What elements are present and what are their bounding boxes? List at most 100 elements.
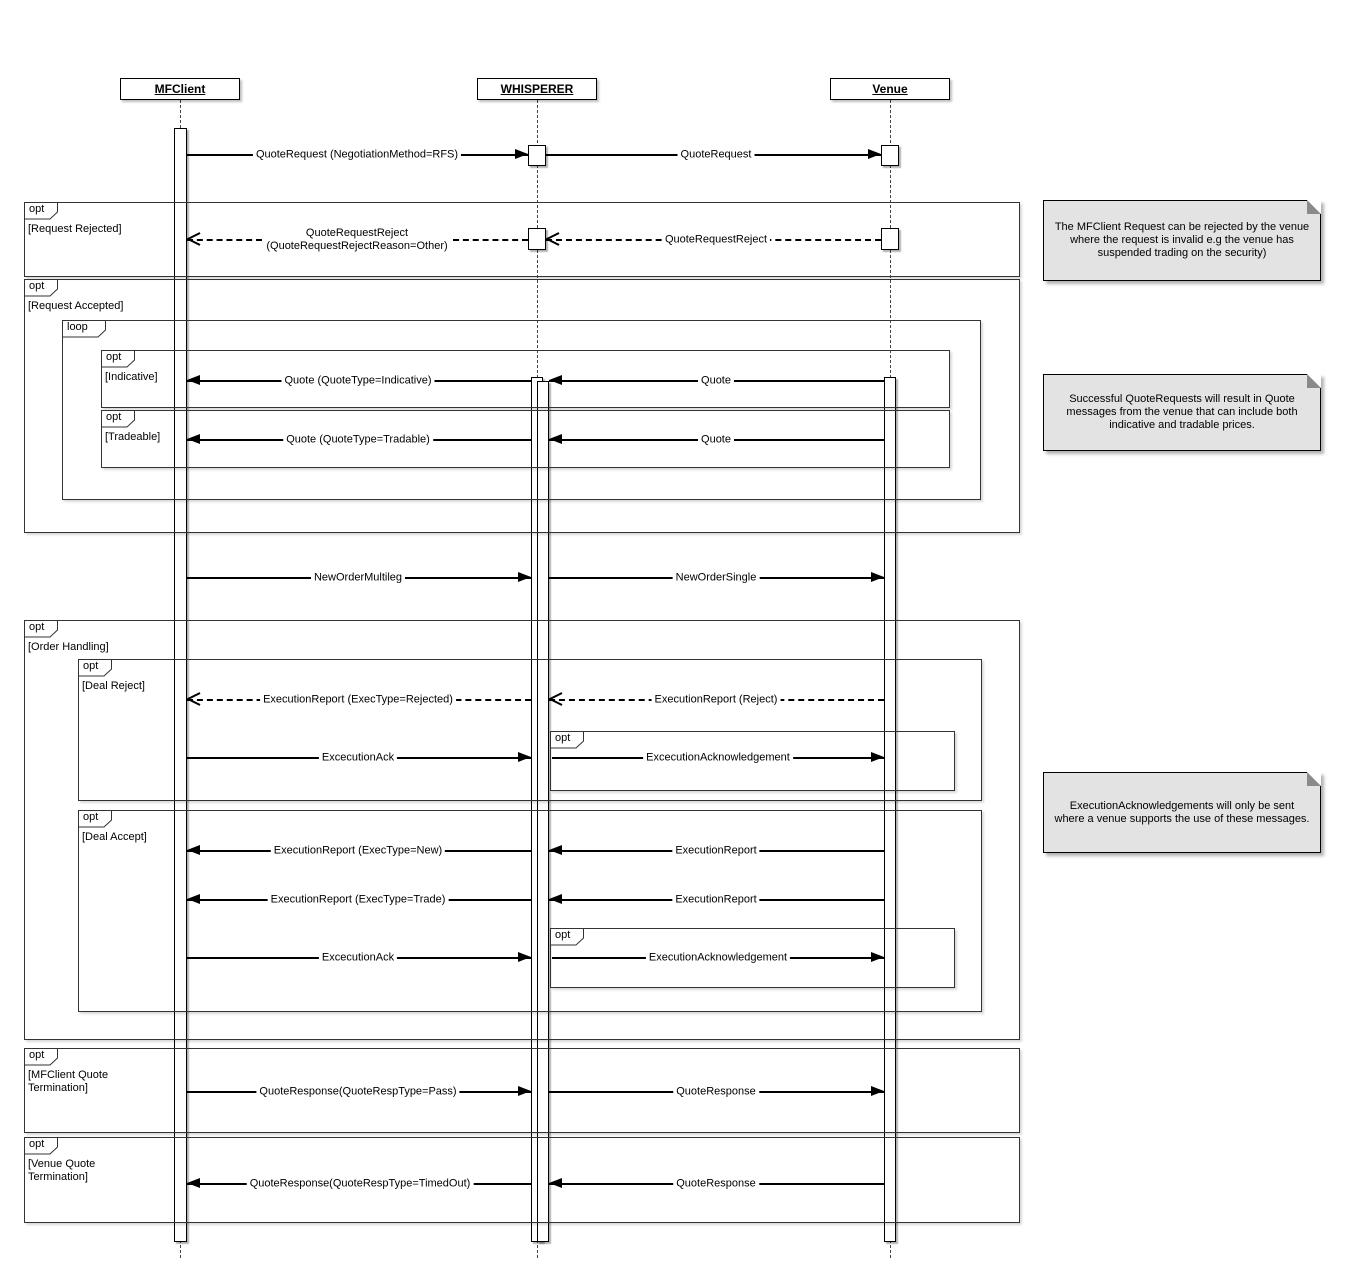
message-label: ExecutionReport (ExecType=Trade) [267, 893, 449, 907]
message-label: QuoteRequestReject [661, 233, 771, 247]
message-label: NewOrderSingle [672, 571, 760, 585]
frame-condition: [Deal Reject] [82, 680, 145, 692]
message-arrowhead [187, 894, 200, 904]
actor-whisperer: WHISPERER [477, 78, 597, 100]
frame-tab-label: opt [29, 280, 45, 292]
frame-tab-label: opt [29, 1138, 45, 1150]
message-arrowhead [868, 149, 881, 159]
message-label: ExecutionReport [672, 893, 760, 907]
note-text: Successful QuoteRequests will result in … [1066, 393, 1298, 431]
activation-bar [884, 377, 896, 1242]
frame-opt [24, 279, 1020, 533]
frame-opt [78, 810, 982, 1012]
frame-opt [24, 620, 1020, 1040]
frame-tab: opt [550, 731, 584, 749]
frame-condition: [Indicative] [105, 371, 158, 383]
message-arrowhead [871, 952, 884, 962]
frame-tab: opt [24, 202, 58, 220]
note: Successful QuoteRequests will result in … [1043, 374, 1321, 451]
message-arrowhead [549, 434, 562, 444]
actor-label: Venue [872, 82, 908, 96]
message-arrowhead [187, 1178, 200, 1188]
actor-label: MFClient [154, 82, 206, 96]
actor-venue: Venue [830, 78, 950, 100]
message-label: Quote [698, 433, 734, 447]
message-label: QuoteResponse [673, 1177, 759, 1191]
message-arrowhead [549, 894, 562, 904]
message-arrowhead [871, 752, 884, 762]
message-label: QuoteResponse [673, 1085, 759, 1099]
frame-tab-label: loop [67, 321, 88, 333]
message-arrowhead [871, 1086, 884, 1096]
frame-tab: opt [24, 1048, 58, 1066]
frame-tab-label: opt [83, 660, 99, 672]
frame-tab: opt [78, 810, 112, 828]
frame-condition: [Request Accepted] [28, 300, 124, 312]
message-label: ExcecutionAck [318, 951, 398, 965]
message-label: ExecutionAcknowledgement [645, 951, 791, 965]
activation-bar [174, 128, 187, 1242]
activation-bar [537, 381, 549, 1242]
message-label: ExcecutionAcknowledgement [643, 751, 793, 765]
message-label: QuoteResponse(QuoteRespType=TimedOut) [246, 1177, 474, 1191]
message-label: Quote (QuoteType=Tradable) [283, 433, 433, 447]
frame-tab-label: opt [555, 732, 571, 744]
frame-condition: [Request Rejected] [28, 223, 122, 235]
frame-opt [101, 350, 950, 408]
frame-opt [24, 1137, 1020, 1223]
message-arrowhead [518, 572, 531, 582]
activation-bar [881, 228, 899, 250]
message-label: QuoteRequest [677, 148, 755, 162]
message-label: QuoteResponse(QuoteRespType=Pass) [256, 1085, 460, 1099]
note: The MFClient Request can be rejected by … [1043, 200, 1321, 281]
frame-tab-label: opt [29, 203, 45, 215]
note: ExecutionAcknowledgements will only be s… [1043, 772, 1321, 853]
frame-tab: opt [24, 279, 58, 297]
message-arrowhead [544, 232, 561, 252]
frame-tab-label: opt [106, 411, 122, 423]
frame-opt [24, 1048, 1020, 1133]
message-arrowhead [187, 845, 200, 855]
message-arrowhead [549, 1178, 562, 1188]
frame-tab: opt [24, 620, 58, 638]
activation-bar [528, 145, 546, 166]
message-arrowhead [515, 149, 528, 159]
frame-tab: opt [24, 1137, 58, 1155]
message-label: ExecutionReport (ExecType=New) [270, 844, 446, 858]
message-label: QuoteRequest (NegotiationMethod=RFS) [252, 148, 462, 162]
message-label: ExecutionReport (Reject) [651, 693, 781, 707]
frame-tab: opt [550, 928, 584, 946]
message-label: NewOrderMultileg [310, 571, 406, 585]
frame-condition: [Venue Quote Termination] [28, 1158, 96, 1183]
message-arrowhead [185, 232, 202, 252]
message-label: ExcecutionAck [318, 751, 398, 765]
frame-condition: [Order Handling] [28, 641, 109, 653]
frame-opt [101, 410, 950, 468]
frame-tab: opt [101, 350, 135, 368]
frame-tab-label: opt [29, 621, 45, 633]
message-arrowhead [187, 434, 200, 444]
frame-tab: opt [101, 410, 135, 428]
frame-tab: opt [78, 659, 112, 677]
actor-label: WHISPERER [500, 82, 574, 96]
frame-condition: [MFClient Quote Termination] [28, 1069, 109, 1094]
note-text: The MFClient Request can be rejected by … [1054, 221, 1310, 259]
message-label: Quote [698, 374, 734, 388]
message-label: ExecutionReport (ExecType=Rejected) [260, 693, 456, 707]
frame-opt [78, 659, 982, 801]
message-arrowhead [518, 1086, 531, 1096]
message-arrowhead [871, 572, 884, 582]
activation-bar [881, 145, 899, 166]
frame-tab: loop [62, 320, 106, 338]
frame-condition: [Tradeable] [105, 431, 161, 443]
frame-tab-label: opt [83, 811, 99, 823]
frame-opt [550, 928, 955, 988]
message-label: QuoteRequestReject (QuoteRequestRejectRe… [263, 227, 451, 253]
frame-loop [62, 320, 981, 500]
actor-mfclient: MFClient [120, 78, 240, 100]
message-arrowhead [547, 692, 564, 712]
message-arrowhead [187, 375, 200, 385]
message-arrowhead [518, 752, 531, 762]
message-label: ExecutionReport [672, 844, 760, 858]
